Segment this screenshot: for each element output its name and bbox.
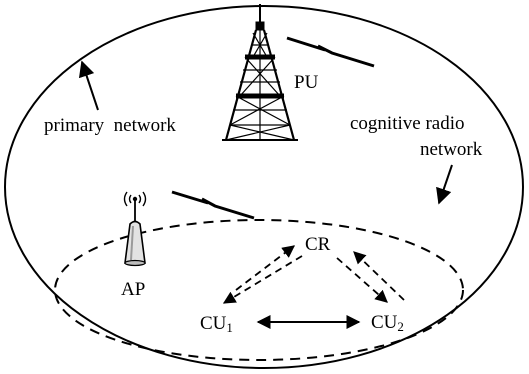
primary-network-boundary (4, 5, 524, 369)
primary-network-arrow (78, 60, 99, 111)
router-icon (123, 191, 147, 267)
tower-icon (222, 4, 298, 141)
cu2-label-base: CU (371, 312, 398, 333)
cu2-label: CU2 (371, 312, 404, 334)
cu2-to-cr-arrow (353, 251, 405, 301)
cu1-label-subscript: 1 (226, 320, 233, 335)
cognitive-radio-label-line1: cognitive radio (350, 113, 465, 134)
cr-to-cu1-arrow (222, 255, 303, 304)
cu1-to-cr-arrow (235, 245, 296, 291)
ap-label: AP (121, 279, 145, 300)
cr-to-cu2-arrow (336, 257, 388, 303)
cu1-label: CU1 (200, 313, 233, 335)
cognitive-radio-label-line2: network (420, 139, 483, 160)
cognitive-radio-network-arrow (436, 164, 453, 205)
pu-wireless-link-icon (286, 36, 375, 68)
pu-label: PU (294, 72, 319, 93)
ap-wireless-link-icon (171, 190, 255, 220)
primary-network-label: primary network (44, 115, 176, 136)
cr-label: CR (305, 234, 331, 255)
cognitive-radio-network-boundary (54, 219, 464, 361)
cu1-label-base: CU (200, 313, 227, 334)
cu2-label-subscript: 2 (397, 319, 404, 334)
